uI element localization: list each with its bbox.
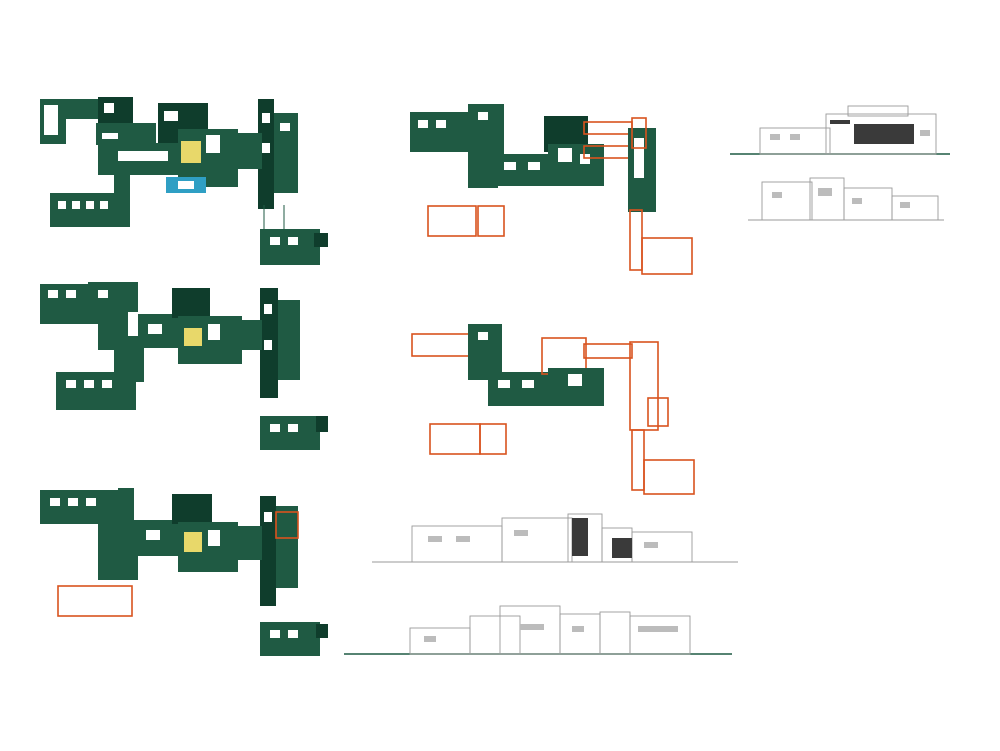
elevation-2 (748, 177, 944, 221)
floor-plan-3 (40, 488, 328, 656)
floor-plan-2 (40, 282, 328, 450)
elevation-4 (344, 605, 732, 655)
elevation-3 (372, 513, 738, 563)
elevation-1 (730, 105, 950, 155)
floor-plan-5 (411, 324, 695, 495)
floor-plan-1 (40, 97, 328, 265)
floor-plan-4 (410, 104, 693, 275)
